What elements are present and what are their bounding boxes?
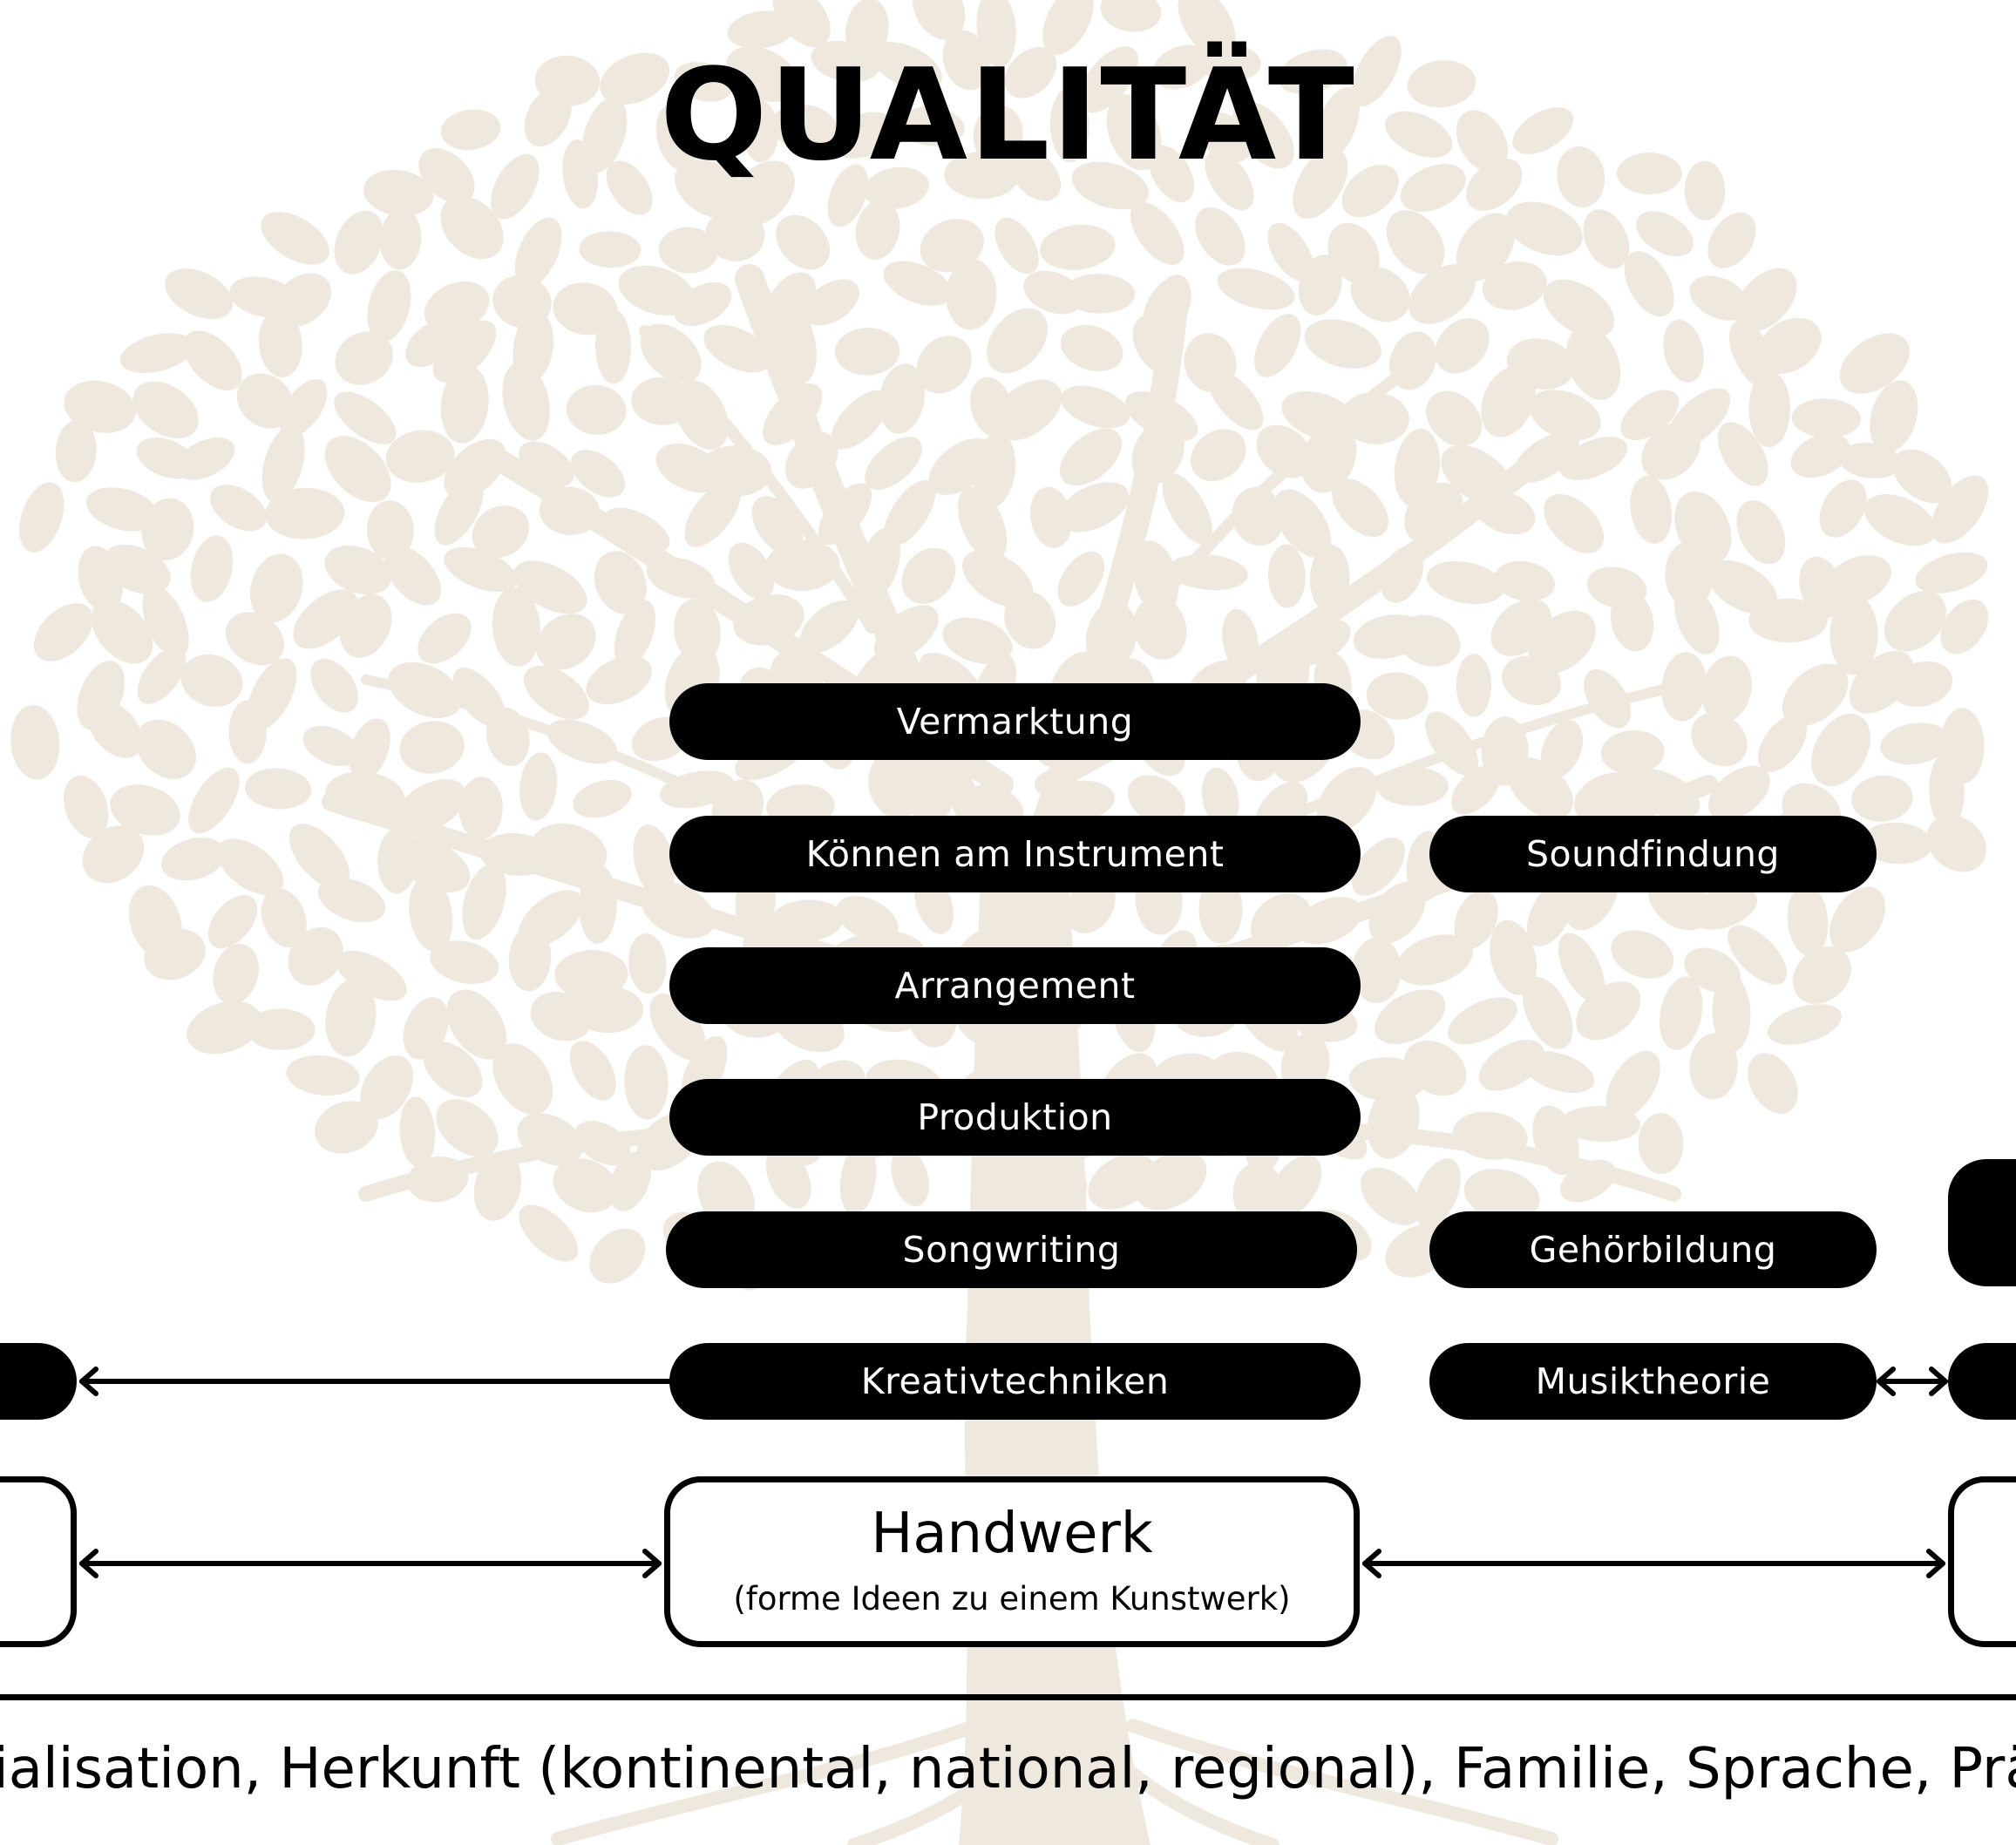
pill-soundfindung: Soundfindung [1429,816,1877,892]
box-right-partial [1948,1476,2016,1647]
pill-songwriting: Songwriting [666,1211,1357,1288]
pill-vermarktung: Vermarktung [669,683,1361,760]
pill-produktion: Produktion [669,1079,1361,1156]
pill-right-partial-lower [1948,1343,2016,1420]
box-handwerk: Handwerk (forme Ideen zu einem Kunstwerk… [664,1476,1360,1647]
pill-koennen-am-instrument: Können am Instrument [669,816,1361,892]
box-left-partial [0,1476,77,1647]
handwerk-subtitle: (forme Ideen zu einem Kunstwerk) [733,1580,1291,1618]
base-caption: ialisation, Herkunft (kontinental, natio… [0,1737,2016,1801]
pill-kreativtechniken: Kreativtechniken [669,1343,1361,1420]
pill-musiktheorie: Musiktheorie [1429,1343,1877,1420]
pill-arrangement: Arrangement [669,947,1361,1024]
handwerk-title: Handwerk [871,1502,1153,1566]
pill-right-partial-upper [1948,1159,2016,1286]
pill-gehoerbildung: Gehörbildung [1429,1211,1877,1288]
pill-left-partial [0,1343,77,1420]
base-divider [0,1694,2016,1700]
page-title: QUALITÄT [660,42,1356,189]
